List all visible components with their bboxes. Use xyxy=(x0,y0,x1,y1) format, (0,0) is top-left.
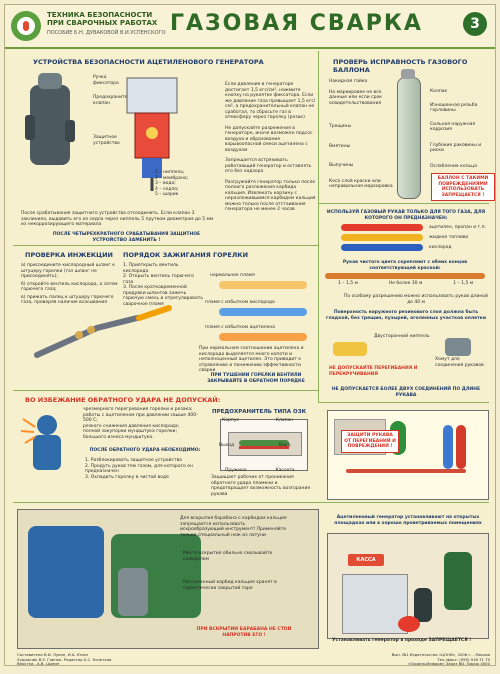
kassa-sign: КАССА xyxy=(348,554,384,566)
clamp-piece xyxy=(445,338,471,356)
backfire-after-title: ПОСЛЕ ОБРАТНОГО УДАРА НЕОБХОДИМО: xyxy=(89,448,201,453)
bottom-right-box: КАССА xyxy=(327,533,489,639)
poster-page: ТЕХНИКА БЕЗОПАСНОСТИ ПРИ СВАРОЧНЫХ РАБОТ… xyxy=(4,4,496,666)
hose-color-title: Рукав чистого цвета скрепляют с обеих ко… xyxy=(342,260,468,271)
divider-middle-left xyxy=(13,390,318,391)
welder-sparks-illustration xyxy=(20,415,61,470)
generator-notes: Если давление в генераторе достигает 1,5… xyxy=(225,82,317,213)
valve-type-title: ПРЕДОХРАНИТЕЛЬ ТИПА ОЗК xyxy=(212,409,307,415)
generator-note-2: Не допускайте разрежения в генераторе, и… xyxy=(225,125,313,153)
bottom-left-text3: Рассыпанный карбид кальция хранят в герм… xyxy=(183,580,277,591)
divider-vertical xyxy=(318,51,319,403)
injection-title: ПРОВЕРКА ИНЖЕКЦИИ xyxy=(25,251,113,259)
divider-right-2 xyxy=(318,402,489,403)
cylinder-title: ПРОВЕРЬ ИСПРАВНОСТЬ ГАЗОВОГО БАЛЛОНА xyxy=(333,58,468,74)
valve-note: Защищает рабочих от проникания обратного… xyxy=(211,475,311,497)
generator-note-3: Запрещается встряхивать работающий генер… xyxy=(225,158,312,174)
torch-illustration xyxy=(34,305,172,358)
header-org-sub: ПОСОБИЕ Б.Н. ДУВАКОВОЙ В.И.УСПЕНСКОГО xyxy=(47,30,166,36)
niple-label: Двусторонний ниппель xyxy=(374,334,430,339)
hose-red xyxy=(341,224,423,231)
hose-red-label: ацетилен, пропан и т.п. xyxy=(429,225,486,230)
hose-surface-note: Поверхность наружного резинового слоя до… xyxy=(326,310,486,321)
cylinder-labels-right: Колпак Изношенная резьба горловины Сильн… xyxy=(430,89,482,169)
logo-icon xyxy=(11,11,41,41)
niple-piece xyxy=(333,342,367,356)
flame-acetylene xyxy=(219,333,307,341)
generator-note: После срабатывания защитного устройства … xyxy=(21,211,214,227)
page-number: 3 xyxy=(463,12,487,36)
hose-poster-box xyxy=(327,410,489,500)
gas-cylinder xyxy=(397,77,421,199)
flame-oxygen xyxy=(219,308,307,316)
page-title: ГАЗОВАЯ СВАРКА xyxy=(170,11,423,36)
header-org: ТЕХНИКА БЕЗОПАСНОСТИ ПРИ СВАРОЧНЫХ РАБОТ… xyxy=(47,11,158,27)
valve-box xyxy=(220,419,308,471)
cylinder-valve xyxy=(401,69,415,79)
bottom-left-text2: Место вскрытия обильно смазывайте солидо… xyxy=(183,551,273,562)
backfire-after-list: 1. Разблокировать защитное устройство 2.… xyxy=(85,458,193,480)
credits-right: Вып. №1 Издательство «ЦОНИ», 2006 г. - М… xyxy=(391,652,490,666)
max-joints-warning: НЕ ДОПУСКАЕТСЯ БОЛЕЕ ДВУХ СОЕДИНЕНИЙ ПО … xyxy=(331,387,481,398)
valve-legend: 1 – ниппель; 2 – мембрана; 3 – вода; 4 –… xyxy=(155,170,189,197)
cylinder-forbidden-badge: БАЛЛОН С ТАКИМИ ПОВРЕЖДЕНИЯМИ ИСПОЛЬЗОВА… xyxy=(431,173,495,201)
generator-safety-title: УСТРОЙСТВА БЕЗОПАСНОСТИ АЦЕТИЛЕНОВОГО ГЕ… xyxy=(33,58,264,66)
flame-oxygen-label: пламя с избытком кислорода xyxy=(205,300,275,305)
bottom-right-warning: Устанавливать генератор в проходе ЗАПРЕЩ… xyxy=(332,638,472,643)
hose-use-title: ИСПОЛЬЗУЙ ГАЗОВЫЙ РУКАВ ТОЛЬКО ДЛЯ ТОГО … xyxy=(326,210,486,221)
hose-measure xyxy=(325,273,485,279)
generator-note-1: Если давление в генераторе достигает 1,5… xyxy=(225,82,316,120)
cylinder-labels-left: Накидная гайка На маркировке не все данн… xyxy=(329,79,393,189)
ignition-extinguish: ПРИ ТУШЕНИИ ГОРЕЛКИ ВЕНТИЛИ ЗАКРЫВАЙТЕ В… xyxy=(207,373,305,384)
no-twist-warning: НЕ ДОПУСКАЙТЕ ПЕРЕГИБАНИЯ И ПЕРЕКРУЧИВАН… xyxy=(329,366,418,377)
valve-labels-top: Корпус Клапан xyxy=(222,418,294,423)
hose-protect-sign: ЗАЩИТИ РУКАВА ОТ ПЕРЕГИБАНИЙ И ПОВРЕЖДЕН… xyxy=(341,430,399,453)
bottom-left-box xyxy=(17,509,319,649)
generator-illustration xyxy=(25,73,75,165)
flame-normal-label: нормальное пламя xyxy=(210,273,255,278)
hose-length-note: По особому разрешению можно использовать… xyxy=(344,294,488,305)
bottom-left-warning: ПРИ ВСКРЫТИИ БАРАБАНА НЕ СТОЙ НАПРОТИВ Е… xyxy=(196,627,292,638)
hose-blue-label: кислород xyxy=(429,245,452,250)
ignition-note: При нормальном соотношении ацетилена и к… xyxy=(199,346,304,373)
bottom-left-text1: Для вскрытия барабана с карбидом кальция… xyxy=(180,516,287,538)
flame-normal xyxy=(219,281,307,289)
clamp-label: Хомут для соединения рукавов xyxy=(435,357,484,368)
generator-warning: ПОСЛЕ ЧЕТЫРЕХКРАТНОГО СРАБАТЫВАНИЯ ЗАЩИТ… xyxy=(52,232,201,243)
divider-right-1 xyxy=(318,203,489,204)
hose-yellow xyxy=(341,234,423,241)
hose-yellow-label: жидкое топливо xyxy=(429,235,469,240)
hose-blue xyxy=(341,244,423,251)
valve-labels-mid: Выход Вход xyxy=(219,443,291,448)
safety-valve-diagram xyxy=(126,77,178,191)
ignition-steps: 1. Приоткрыть вентиль кислорода 2. Откры… xyxy=(123,263,203,307)
divider-bottom xyxy=(13,502,489,503)
ignition-title: ПОРЯДОК ЗАЖИГАНИЯ ГОРЕЛКИ xyxy=(123,251,249,259)
injection-steps: а) присоедините кислородный шланг к штуц… xyxy=(21,263,118,305)
header: ТЕХНИКА БЕЗОПАСНОСТИ ПРИ СВАРОЧНЫХ РАБОТ… xyxy=(5,5,495,49)
valve-labels-bottom: Пружина Кассета xyxy=(225,468,295,473)
flame-acetylene-label: пламя с избытком ацетилена xyxy=(205,325,276,330)
credits-left: Составители В.И. Лукин, И.А. Юсин Художн… xyxy=(17,652,112,666)
hose-marks: 1 – 1,5 м Не более 30 м 1 – 1,5 м xyxy=(338,281,474,286)
generator-note-4: Разгружайте генератор только после полно… xyxy=(225,179,316,213)
backfire-list: чрезмерного перегревания горелки и резак… xyxy=(83,407,198,440)
backfire-title: ВО ИЗБЕЖАНИЕ ОБРАТНОГО УДАРА НЕ ДОПУСКАЙ… xyxy=(25,396,221,404)
divider-top-left xyxy=(13,245,318,246)
bottom-right-title: Ацетиленовый генератор устанавливают на … xyxy=(334,515,482,526)
